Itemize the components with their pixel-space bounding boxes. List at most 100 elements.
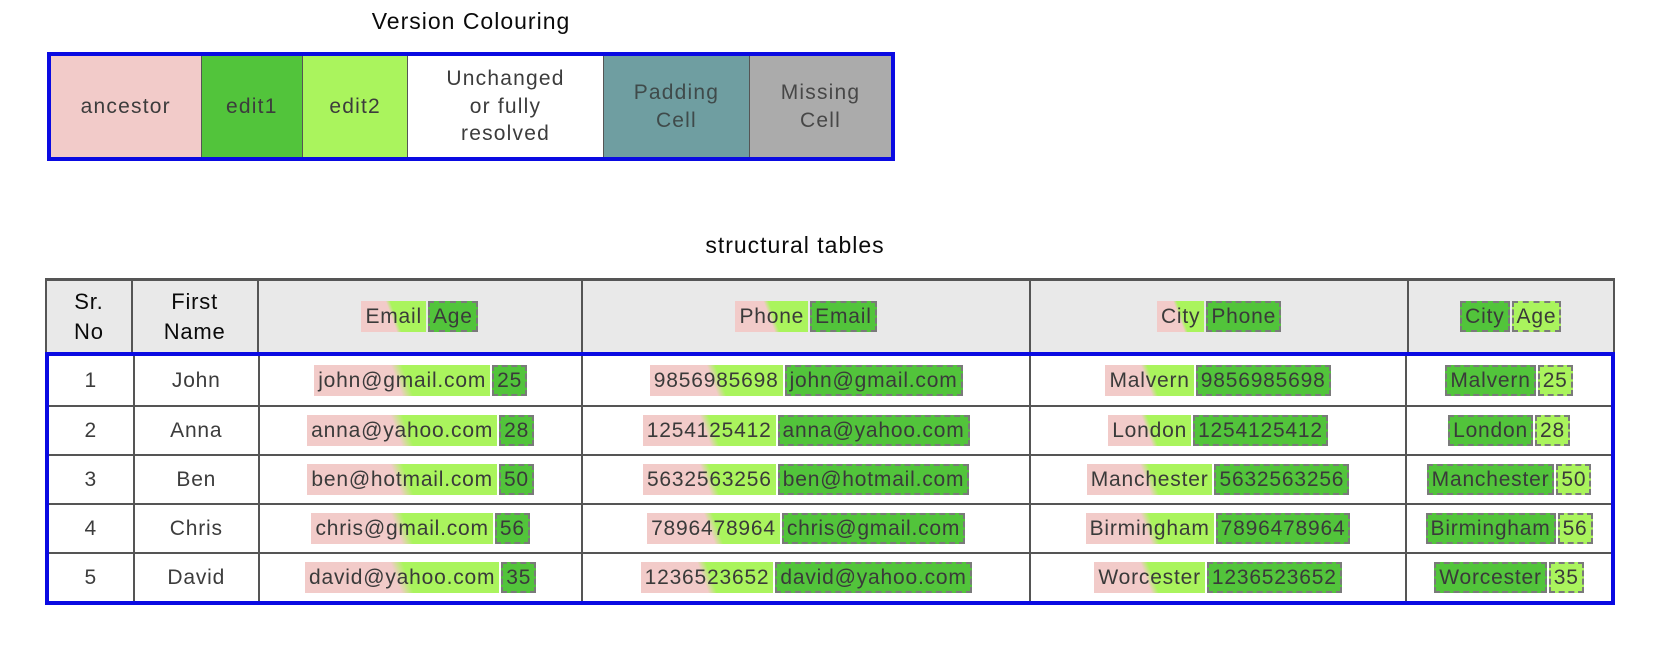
version-chip-ancestor_edit2: 1254125412	[642, 415, 776, 446]
sr-no-value: 5	[84, 565, 98, 589]
version-chip-ancestor_edit2: 5632563256	[642, 464, 776, 495]
version-chip-edit1: david@yahoo.com	[775, 562, 972, 593]
version-chip-edit2: 56	[1557, 513, 1593, 544]
version-chip-edit2: 50	[1556, 464, 1592, 495]
cell-sr-no: 1	[49, 356, 133, 405]
version-chip-edit1: Phone	[1206, 301, 1282, 332]
version-chip-edit1: City	[1460, 301, 1510, 332]
version-chip-ancestor_edit2: 9856985698	[649, 365, 783, 396]
version-chip-ancestor_edit2: 1236523652	[640, 562, 774, 593]
version-chip-edit1: 35	[501, 562, 537, 593]
version-chip-edit1: Manchester	[1426, 464, 1555, 495]
header-label: First Name	[163, 288, 226, 344]
header-cell-1: First Name	[130, 281, 257, 352]
sr-no-value: 1	[84, 368, 98, 392]
version-chip-edit1: Email	[810, 301, 877, 332]
version-chip-ancestor_edit2: Birmingham	[1085, 513, 1214, 544]
legend-cell-edit2: edit2	[302, 56, 408, 157]
cell-first-name: John	[132, 356, 258, 405]
version-chip-edit1: London	[1448, 415, 1533, 446]
version-chip-edit2: 25	[1537, 365, 1573, 396]
version-chip-ancestor_edit2: Phone	[735, 301, 809, 332]
version-chip-ancestor_edit2: Email	[361, 301, 426, 332]
first-name-value: Ben	[176, 467, 217, 491]
cell-sr-no: 5	[49, 554, 133, 601]
sr-no-value: 3	[84, 467, 98, 491]
version-chip-edit1: Worcester	[1434, 562, 1547, 593]
header-label: Sr. No	[74, 288, 104, 344]
version-chip-edit1: ben@hotmail.com	[777, 464, 970, 495]
version-chip-edit1: 25	[492, 365, 528, 396]
version-chip-edit1: 1254125412	[1193, 415, 1328, 446]
version-chip-edit1: Birmingham	[1425, 513, 1556, 544]
version-chip-edit1: 56	[494, 513, 530, 544]
legend-cell-unchanged: Unchanged or fully resolved	[407, 56, 603, 157]
version-chip-ancestor_edit2: david@yahoo.com	[305, 562, 500, 593]
version-chip-edit2: 28	[1534, 415, 1570, 446]
first-name-value: Anna	[170, 418, 223, 442]
cell-first-name: Ben	[132, 456, 258, 503]
version-chip-edit1: chris@gmail.com	[781, 513, 966, 544]
version-chip-ancestor_edit2: chris@gmail.com	[311, 513, 493, 544]
version-chip-edit1: john@gmail.com	[784, 365, 963, 396]
version-chip-edit1: 1236523652	[1206, 562, 1342, 593]
legend-cell-edit1: edit1	[200, 56, 303, 157]
version-chip-ancestor_edit2: 7896478964	[647, 513, 780, 544]
sr-no-value: 4	[84, 516, 98, 540]
cell-first-name: Anna	[132, 407, 258, 454]
legend-cell-ancestor: ancestor	[51, 56, 201, 157]
version-chip-ancestor_edit2: ben@hotmail.com	[307, 464, 497, 495]
version-chip-ancestor_edit2: Manchester	[1086, 464, 1213, 495]
first-name-value: John	[171, 368, 221, 392]
cell-first-name: Chris	[132, 505, 258, 552]
version-chip-ancestor_edit2: anna@yahoo.com	[307, 415, 498, 446]
cell-sr-no: 2	[49, 407, 133, 454]
cell-sr-no: 3	[49, 456, 133, 503]
version-chip-edit1: Age	[427, 301, 478, 332]
cell-sr-no: 4	[49, 505, 133, 552]
